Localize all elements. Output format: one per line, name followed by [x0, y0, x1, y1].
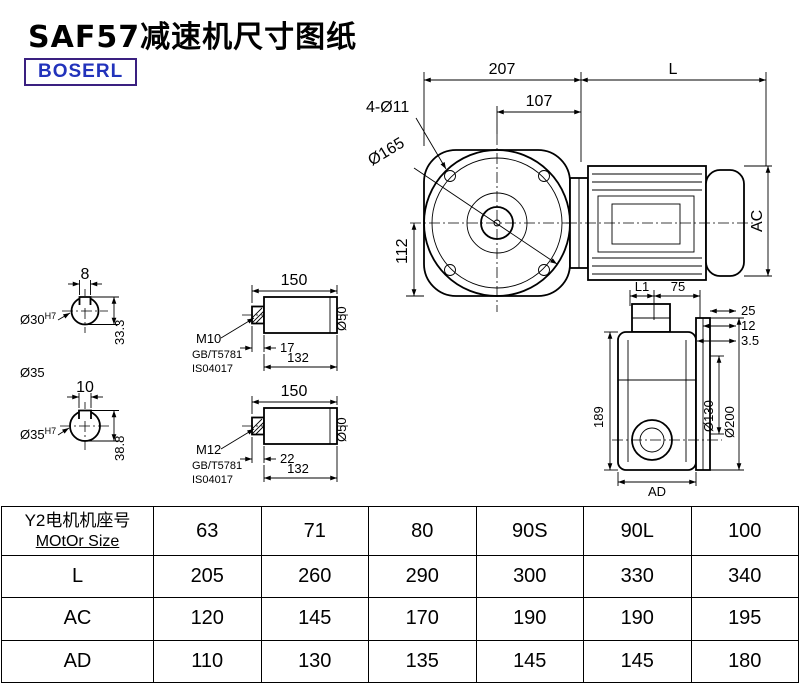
standard-gb-label: GB/T5781 [192, 349, 242, 361]
dim-value-cell: 330 [583, 554, 692, 599]
dim-value-cell: 195 [690, 597, 799, 641]
flange-dia-165-label: Ø165 [365, 135, 407, 170]
bolt-hole [444, 264, 456, 276]
shaft-dia-50-label: Ø50 [334, 306, 349, 331]
dim-value-cell: 110 [153, 639, 262, 684]
dim-3-5-label: 3.5 [741, 333, 759, 348]
header-line-cn: Y2电机机座号 [24, 511, 131, 530]
row-label-cell: AD [1, 639, 154, 684]
dim-d130-label: Ø130 [701, 400, 716, 432]
thread-length-17-label: 17 [280, 340, 294, 355]
standard-iso-label: IS04017 [192, 363, 233, 375]
bore-30H7-label: Ø30H7 [20, 311, 56, 327]
depth-33-3-label: 33.3 [112, 320, 127, 345]
brand-logo: BOSERL [24, 58, 138, 86]
shaft-length-150-label: 150 [281, 272, 308, 289]
frame-size-cell: 71 [260, 506, 369, 556]
motor-size-table: Y2电机机座号 MOtOr Size 63 71 80 90S 90L 100 … [1, 506, 799, 684]
body-length-132-label: 132 [287, 350, 309, 365]
key-width-8-label: 8 [81, 266, 90, 283]
thread-M12-label: M12 [196, 442, 221, 457]
dim-75-label: 75 [671, 279, 685, 294]
dim-value-cell: 205 [153, 554, 262, 599]
bore-view-bottom: 10 Ø35H7 38.8 [20, 379, 127, 461]
standard-iso-label: IS04017 [192, 474, 233, 486]
dim-112-label: 112 [394, 238, 411, 264]
dim-value-cell: 340 [690, 554, 799, 599]
dim-107-label: 107 [526, 93, 553, 110]
bolt-hole [444, 170, 456, 182]
standard-gb-label: GB/T5781 [192, 460, 242, 472]
main-view-dimensions: 207 L 107 4-Ø11 Ø165 112 AC [365, 61, 772, 297]
row-label-cell: AC [1, 597, 154, 641]
motor-size-header-cell: Y2电机机座号 MOtOr Size [1, 506, 154, 556]
dim-value-cell: 120 [153, 597, 262, 641]
motor-side-view [566, 165, 754, 281]
frame-size-cell: 90L [583, 506, 692, 556]
row-label-cell: L [1, 554, 154, 599]
dim-value-cell: 145 [475, 639, 584, 684]
dim-25-label: 25 [741, 303, 755, 318]
depth-38-8-label: 38.8 [112, 436, 127, 461]
dim-value-cell: 290 [368, 554, 477, 599]
frame-size-cell: 100 [690, 506, 799, 556]
holes-4xd11-label: 4-Ø11 [366, 99, 409, 116]
shaft-dia-50-label: Ø50 [334, 417, 349, 442]
dim-value-cell: 300 [475, 554, 584, 599]
body-length-132-label: 132 [287, 461, 309, 476]
table-row-AD: AD 110 130 135 145 145 180 [1, 639, 799, 684]
dim-value-cell: 170 [368, 597, 477, 641]
dim-L1-label: L1 [635, 279, 649, 294]
table-header-row: Y2电机机座号 MOtOr Size 63 71 80 90S 90L 100 [1, 506, 799, 556]
gearbox-side-view [612, 303, 722, 471]
side-view-dimensions: L1 75 25 12 3.5 189 Ø130 Ø200 AD [591, 279, 759, 499]
bore-35H7-label: Ø35H7 [20, 426, 56, 442]
frame-size-cell: 90S [475, 506, 584, 556]
dim-value-cell: 135 [368, 639, 477, 684]
frame-size-cell: 80 [368, 506, 477, 556]
shaft-length-150-label: 150 [281, 383, 308, 400]
dim-value-cell: 145 [583, 639, 692, 684]
dim-189-label: 189 [591, 406, 606, 428]
dim-value-cell: 130 [260, 639, 369, 684]
thread-M10-label: M10 [196, 331, 221, 346]
shaft-view-bottom: 150 22 132 Ø50 M12 GB/T5781 IS04017 [192, 383, 350, 486]
dim-12-label: 12 [741, 318, 755, 333]
table-row-L: L 205 260 290 300 330 340 [1, 554, 799, 599]
dim-AC-label: AC [749, 210, 766, 232]
bolt-hole [538, 264, 550, 276]
gearbox-front-view [410, 134, 584, 312]
dia-35-label: Ø35 [20, 365, 45, 380]
thread-length-22-label: 22 [280, 451, 294, 466]
dim-value-cell: 145 [260, 597, 369, 641]
dim-value-cell: 190 [475, 597, 584, 641]
technical-drawing: 207 L 107 4-Ø11 Ø165 112 AC [20, 61, 772, 499]
page-title: SAF57减速机尺寸图纸 [28, 20, 358, 55]
bore-view-top: 8 Ø30H7 33.3 [20, 266, 127, 345]
key-width-10-label: 10 [76, 379, 94, 396]
bolt-hole [538, 170, 550, 182]
shaft-view-top: 150 17 132 Ø50 M10 GB/T5781 IS04017 [192, 272, 350, 375]
dim-L-label: L [669, 61, 678, 78]
dim-value-cell: 180 [690, 639, 799, 684]
header-line-en: MOtOr Size [35, 533, 120, 550]
dim-value-cell: 260 [260, 554, 369, 599]
dim-value-cell: 190 [583, 597, 692, 641]
dim-207-label: 207 [489, 61, 516, 78]
dim-d200-label: Ø200 [722, 406, 737, 438]
table-row-AC: AC 120 145 170 190 190 195 [1, 597, 799, 641]
dim-AD-label: AD [648, 484, 666, 499]
frame-size-cell: 63 [153, 506, 262, 556]
